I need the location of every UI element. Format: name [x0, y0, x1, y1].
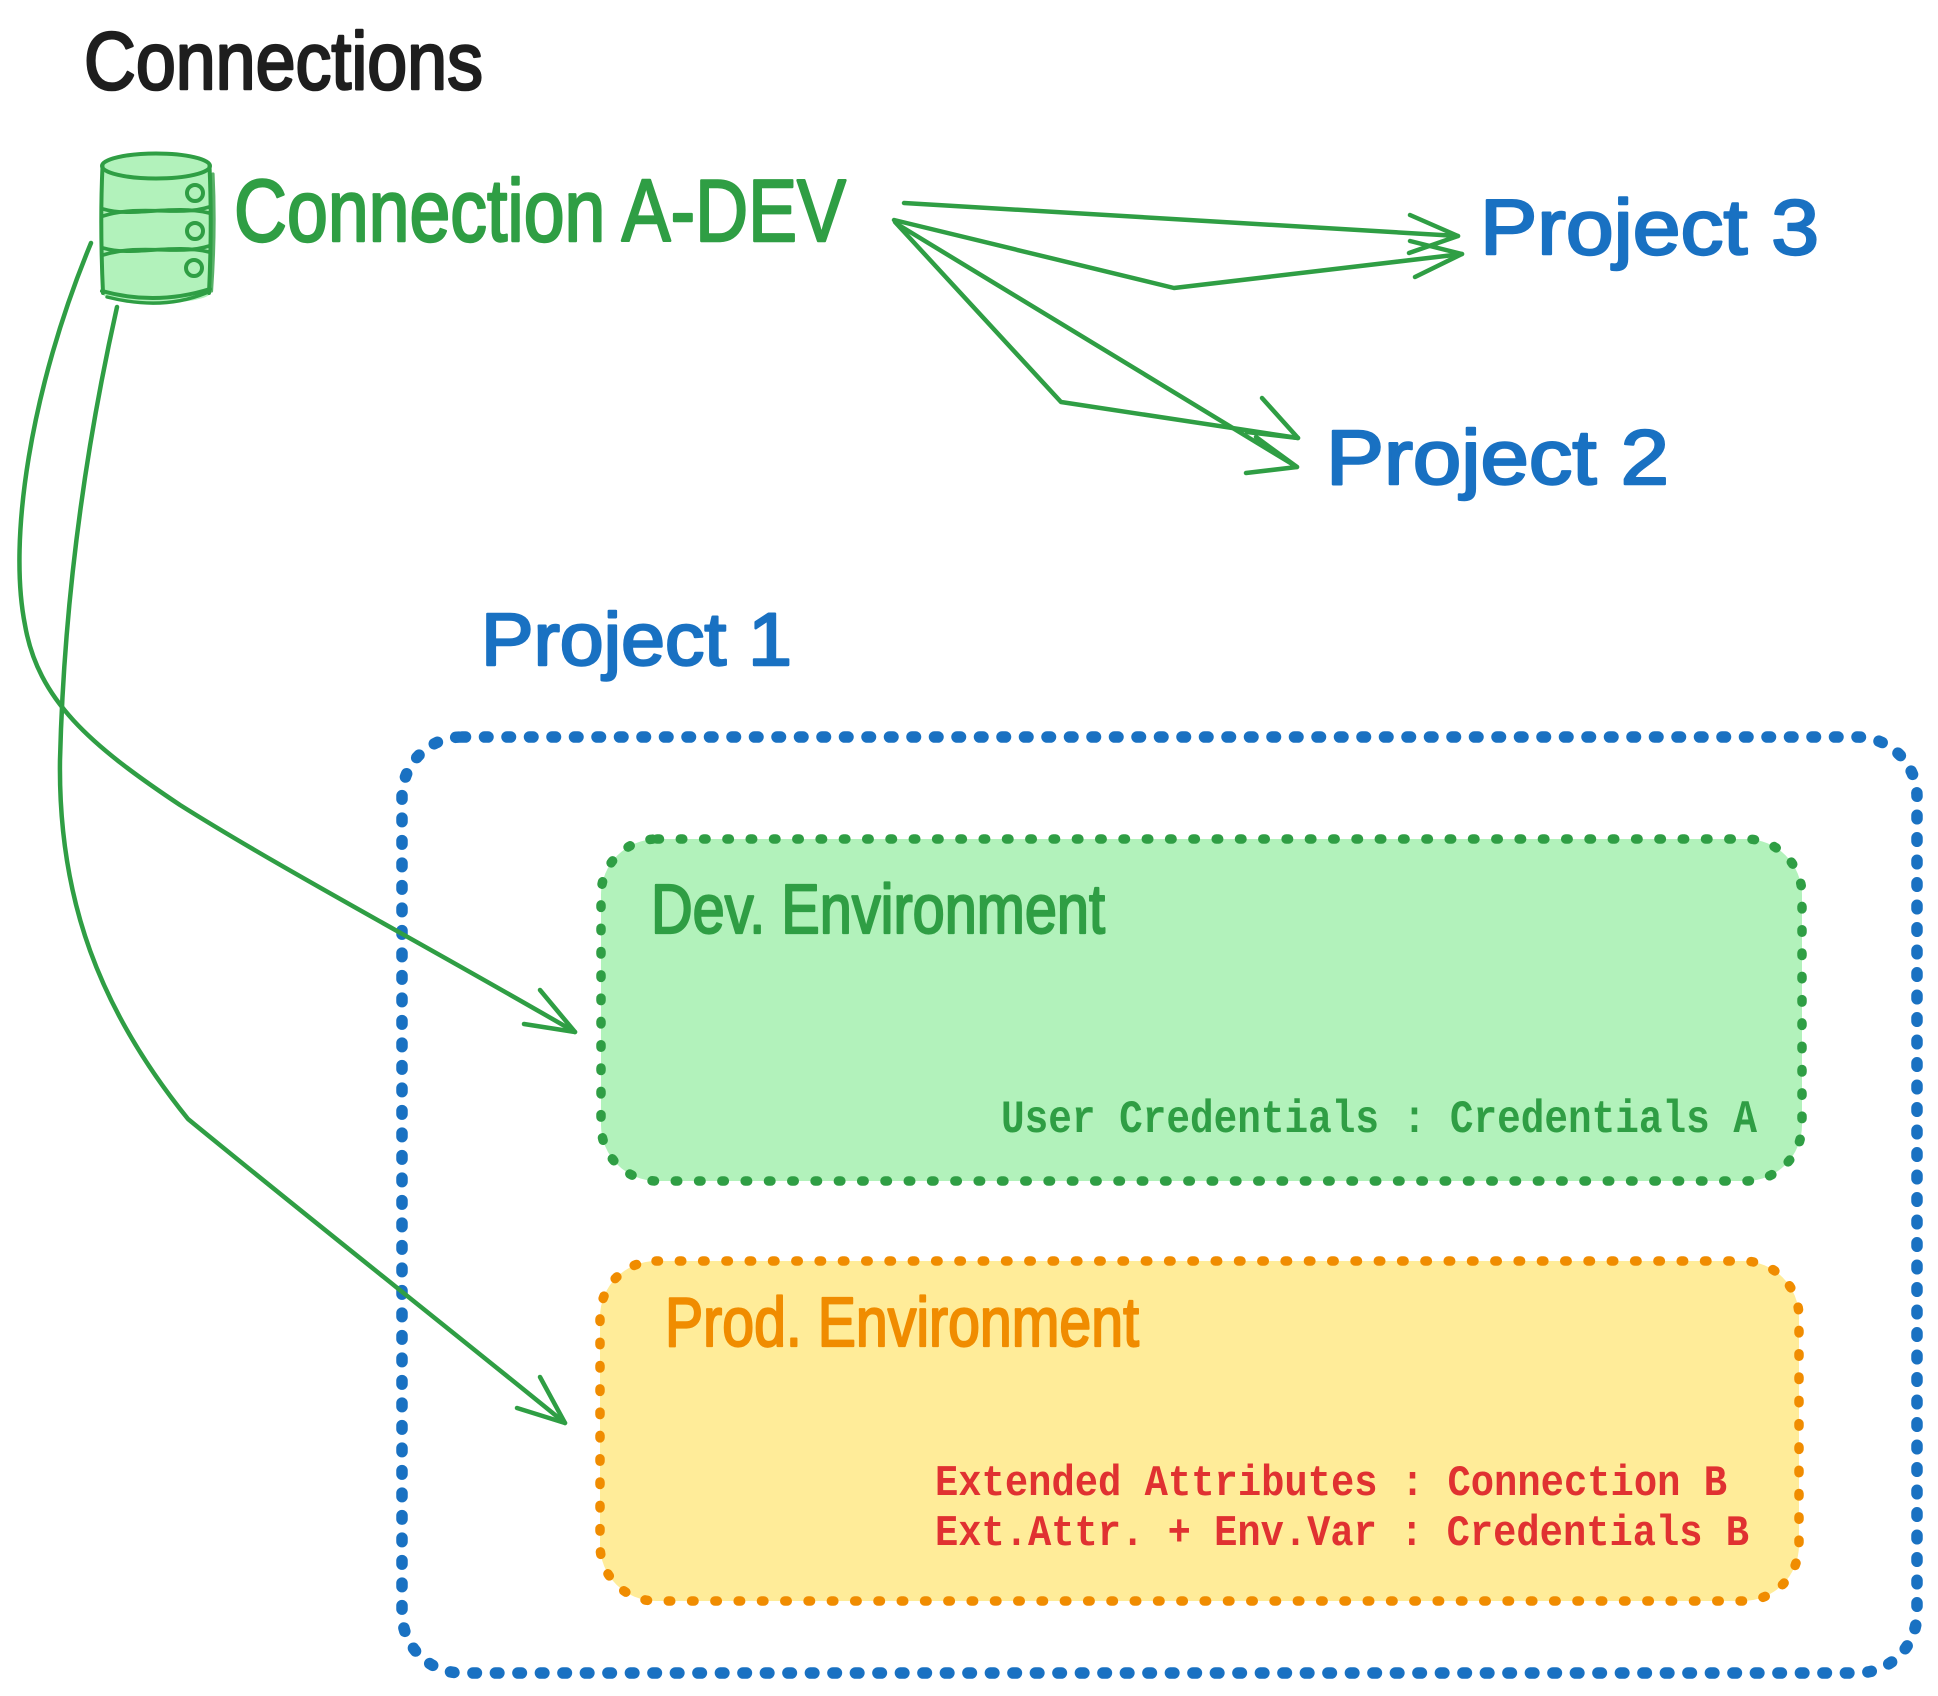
svg-text:Connection A-DEV: Connection A-DEV: [234, 161, 846, 260]
svg-text:Connections: Connections: [84, 16, 483, 107]
svg-text:Project 2: Project 2: [1326, 415, 1669, 501]
svg-text:Dev. Environment: Dev. Environment: [651, 870, 1105, 948]
svg-text:Project 3: Project 3: [1480, 183, 1819, 271]
svg-text:Extended Attributes : Connecti: Extended Attributes : Connection B: [935, 1459, 1727, 1509]
svg-text:Prod. Environment: Prod. Environment: [665, 1283, 1139, 1361]
svg-text:Project 1: Project 1: [481, 598, 792, 681]
svg-text:User Credentials : Credentials: User Credentials : Credentials A: [1001, 1094, 1757, 1146]
svg-text:Ext.Attr. + Env.Var : Credenti: Ext.Attr. + Env.Var : Credentials B: [935, 1509, 1749, 1559]
